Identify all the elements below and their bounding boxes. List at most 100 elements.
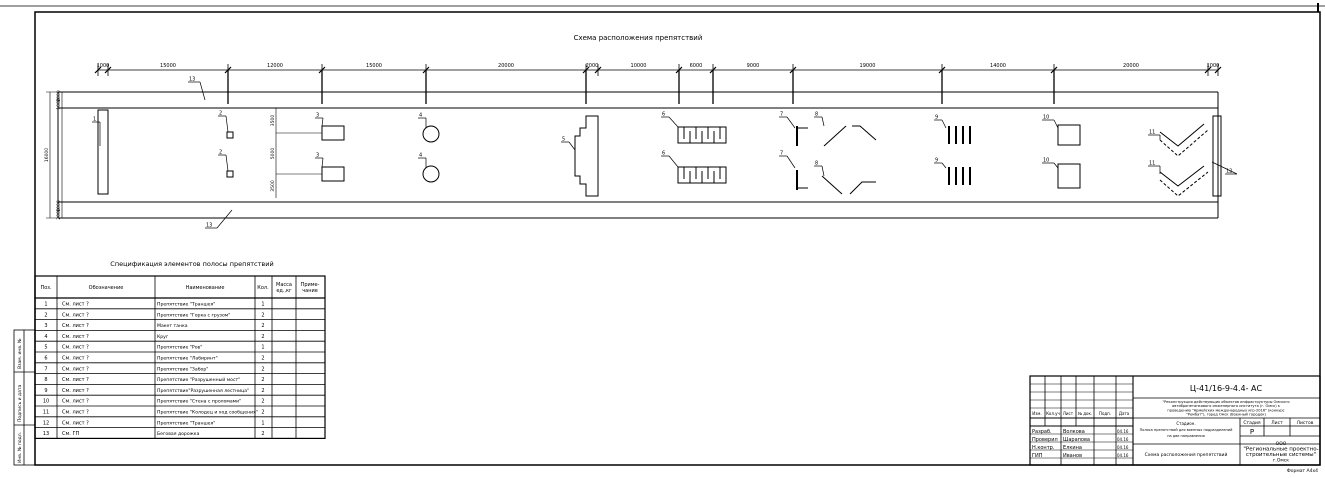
marker-leader bbox=[199, 81, 206, 101]
left-dim-label: 1000 bbox=[56, 200, 62, 212]
marker-leader bbox=[216, 209, 233, 229]
rev-header: Кол.уч bbox=[1046, 411, 1060, 416]
marker-leader bbox=[225, 154, 229, 172]
spec-header: Приме- bbox=[301, 282, 320, 288]
side-stamp-2: Подпись и дата bbox=[17, 384, 23, 422]
stage-header: Лист bbox=[1271, 420, 1283, 426]
mid-dim-label: 5000 bbox=[270, 148, 276, 160]
marker-m5: 5 bbox=[562, 137, 565, 143]
dim-label: 20000 bbox=[1123, 63, 1139, 69]
section-title: Стадион. bbox=[1176, 421, 1195, 426]
dim-label: 1000 bbox=[1207, 63, 1220, 69]
obstacle-3-tank bbox=[275, 108, 345, 198]
spec-cell: 10 bbox=[43, 399, 49, 405]
dim-label: 9000 bbox=[747, 63, 760, 69]
spec-cell: 11 bbox=[43, 410, 49, 416]
marker-m12: 12 bbox=[1226, 169, 1232, 175]
dim-arrow bbox=[1204, 66, 1212, 74]
spec-cell: 2 bbox=[261, 312, 264, 318]
person: Елкина bbox=[1063, 445, 1082, 451]
spec-cell: Макет танка bbox=[157, 323, 188, 329]
spec-cell: 1 bbox=[44, 302, 47, 308]
spec-cell: Препятствие "Колодец и ход сообщения" bbox=[157, 410, 258, 416]
marker-m4b: 4 bbox=[419, 153, 422, 159]
obstacle-9-stairs bbox=[948, 126, 971, 185]
marker-m10a: 10 bbox=[1043, 115, 1049, 121]
marker-m9a: 9 bbox=[935, 115, 938, 121]
marker-m6a: 6 bbox=[662, 112, 665, 118]
marker-m7b: 7 bbox=[780, 151, 783, 157]
spec-cell: Препятствие "Разрушенный мост" bbox=[157, 376, 240, 383]
spec-title: Спецификация элементов полосы препятстви… bbox=[110, 260, 273, 268]
marker-m3a: 3 bbox=[316, 113, 319, 119]
spec-cell: См. лист ? bbox=[62, 312, 89, 318]
sheet-name: Схема расположения препятствий bbox=[1145, 451, 1228, 458]
spec-cell: См. лист ? bbox=[62, 377, 89, 383]
spec-header: Обозначение bbox=[89, 285, 124, 291]
obstacle-5-ditch bbox=[574, 115, 599, 197]
spec-cell: 3 bbox=[44, 323, 47, 329]
role: Проверил bbox=[1032, 437, 1058, 443]
obstacle-8-bridge bbox=[821, 125, 877, 195]
rev-header: Подп. bbox=[1099, 411, 1111, 416]
spec-cell: Круг bbox=[157, 334, 169, 340]
stage-header: Листов bbox=[1297, 420, 1314, 426]
sheet-frame bbox=[34, 11, 1321, 466]
marker-m11b: 11 bbox=[1149, 161, 1155, 167]
org-line: "Региональные проектно- bbox=[1243, 447, 1318, 453]
spec-cell: 1 bbox=[261, 302, 264, 308]
spec-cell: См. лист ? bbox=[62, 399, 89, 405]
spec-header: Поз. bbox=[40, 285, 51, 291]
spec-cell: Препятствие "Траншея" bbox=[157, 302, 215, 308]
obstacle-10-wall bbox=[1057, 124, 1081, 189]
org-line: строительные системы" bbox=[1246, 452, 1316, 458]
person: Иванов bbox=[1063, 453, 1082, 459]
marker-leader bbox=[941, 119, 947, 129]
spec-cell: 1 bbox=[261, 345, 264, 351]
org-line: г.Омск bbox=[1273, 458, 1289, 464]
spec-cell: 9 bbox=[44, 388, 47, 394]
left-dim-label: 2000 bbox=[56, 208, 62, 220]
spec-cell: 12 bbox=[43, 420, 49, 426]
marker-m2b: 2 bbox=[219, 150, 222, 156]
marker-leader bbox=[786, 116, 796, 129]
dim-label: 14000 bbox=[990, 63, 1006, 69]
spec-cell: Препятствие "Забор" bbox=[157, 366, 208, 372]
spec-cell: См. лист ? bbox=[62, 420, 89, 426]
spec-cell: Препятствие "Ров" bbox=[157, 345, 202, 351]
section-text: Полоса препятствий для военных подраздел… bbox=[1140, 428, 1233, 432]
stage-header: Стадия bbox=[1243, 420, 1261, 426]
section-text: на две направления bbox=[1167, 434, 1205, 438]
marker-leader bbox=[1053, 162, 1059, 169]
marker-m1: 1 bbox=[93, 117, 96, 123]
person: Волкова bbox=[1063, 429, 1085, 435]
marker-leader bbox=[568, 141, 576, 151]
dim-label: 12000 bbox=[267, 63, 283, 69]
spec-header: Наименование bbox=[186, 285, 225, 291]
marker-leader bbox=[821, 165, 825, 177]
spec-cell: 2 bbox=[261, 366, 264, 372]
obstacle-7-fence bbox=[796, 126, 808, 190]
obstacle-4-circle bbox=[422, 125, 440, 183]
spec-cell: 8 bbox=[44, 377, 47, 383]
spec-cell: 1 bbox=[261, 420, 264, 426]
spec-cell: 4 bbox=[44, 334, 47, 340]
role: Н.контр. bbox=[1032, 445, 1055, 451]
spec-cell: Препятствие "Траншея" bbox=[157, 420, 215, 426]
dim-label: 20000 bbox=[498, 63, 514, 69]
spec-cell: Препятствие "Горка с грузом" bbox=[157, 312, 230, 318]
marker-leader bbox=[1211, 161, 1238, 175]
rev-header: Дата bbox=[1119, 411, 1130, 416]
scheme-title: Схема расположения препятствий bbox=[574, 34, 703, 42]
rev-header: № док. bbox=[1078, 411, 1092, 416]
marker-m2a: 2 bbox=[219, 111, 222, 117]
marker-leader bbox=[786, 155, 796, 169]
obstacle-track bbox=[46, 91, 1219, 219]
marker-m6b: 6 bbox=[662, 151, 665, 157]
dim-label: 15000 bbox=[366, 63, 382, 69]
spec-cell: 13 bbox=[43, 431, 49, 437]
marker-leader bbox=[225, 115, 229, 133]
